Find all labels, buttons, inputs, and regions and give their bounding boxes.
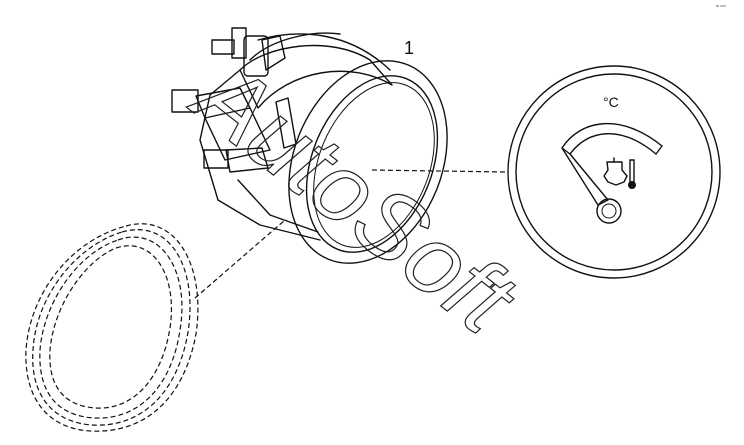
callout-number: 1 [404, 38, 414, 58]
gauge-face-detail [507, 65, 721, 279]
leader-line-gasket [194, 219, 286, 299]
gasket-ring [25, 223, 199, 432]
gauge-unit-label: °C [603, 94, 619, 110]
gauge-housing [199, 32, 448, 264]
corner-mark: ᵃᵗ ᵒᵒᵒ [716, 4, 726, 10]
coolant-temperature-icon [603, 157, 636, 189]
gauge-terminals [171, 27, 297, 173]
watermark: AutoSoft [173, 39, 536, 355]
leader-line-face [371, 169, 506, 173]
